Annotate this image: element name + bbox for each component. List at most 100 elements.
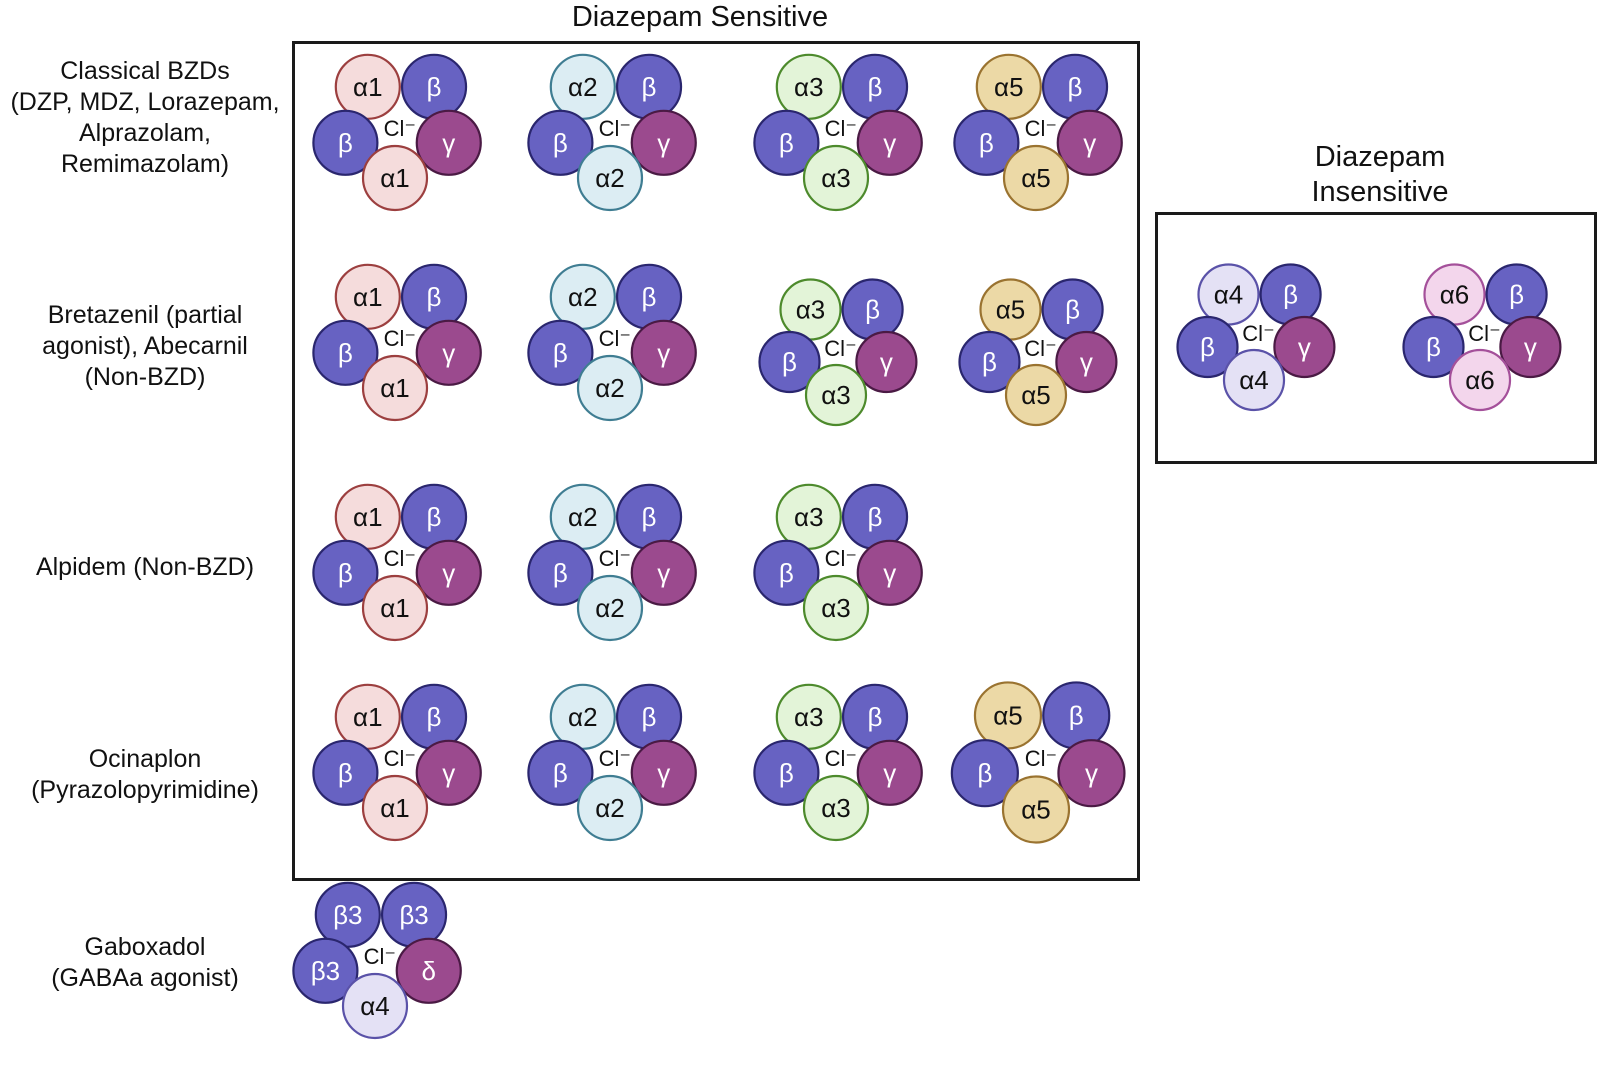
subunit-circle (1273, 315, 1336, 379)
subunit-beta: β (1176, 315, 1239, 379)
subunit-label: β (979, 128, 994, 158)
subunit-a4: α4 (1197, 263, 1260, 326)
drug-label-line: (Non-BZD) (84, 363, 206, 391)
diazepam-insensitive-box (1155, 212, 1597, 464)
subunit-label: α5 (994, 72, 1024, 102)
chloride-label: Cl⁻ (384, 326, 416, 351)
subunit-label: α2 (568, 502, 598, 532)
subunit-a6: α6 (1423, 263, 1486, 326)
chloride-label: Cl⁻ (824, 336, 856, 361)
subunit-beta: β (312, 539, 379, 606)
subunit-circle (753, 109, 820, 176)
subunit-gamma: γ (855, 330, 918, 394)
subunit-label: α3 (821, 163, 851, 193)
subunit-circle (753, 739, 820, 806)
subunit-circle (415, 739, 482, 806)
subunit-circle (292, 937, 359, 1004)
subunit-circle (576, 144, 644, 212)
subunit-beta: β (841, 53, 909, 120)
subunit-a1: α1 (361, 354, 429, 422)
subunit-gamma: γ (415, 319, 482, 386)
subunit-beta: β (312, 319, 379, 386)
subunit-label: α1 (380, 593, 410, 623)
subunit-circle (576, 574, 644, 642)
subunit-a5: α5 (973, 681, 1043, 750)
subunit-circle (630, 319, 697, 386)
subunit-label: γ (442, 558, 455, 588)
subunit-label: γ (657, 338, 670, 368)
drug-label-alpidem: Alpidem (Non-BZD) (0, 552, 290, 583)
subunit-label: β (865, 295, 880, 325)
subunit-label: γ (880, 347, 893, 377)
subunit-label: α1 (380, 793, 410, 823)
subunit-label: α6 (1440, 280, 1470, 310)
subunit-a2: α2 (549, 483, 616, 550)
subunit-beta: β (527, 539, 594, 606)
subunit-label: α3 (821, 380, 851, 410)
subunit-circle (758, 330, 821, 394)
subunit-beta: β (758, 330, 821, 394)
subunit-label: β (553, 558, 568, 588)
subunit-label: β3 (399, 900, 428, 930)
subunit-label: γ (442, 758, 455, 788)
subunit-label: β (868, 72, 883, 102)
subunit-label: δ (422, 956, 436, 986)
subunit-gamma: γ (415, 539, 482, 606)
subunit-circle (630, 109, 697, 176)
subunit-circle (1055, 330, 1118, 394)
subunit-beta: β (615, 683, 683, 750)
subunit-a1: α1 (334, 263, 401, 330)
subunit-a3: α3 (775, 53, 842, 120)
subunit-beta: β (1041, 53, 1109, 120)
subunit-circle (415, 539, 482, 606)
subunit-beta: β (950, 739, 1019, 808)
subunit-label: β (642, 72, 657, 102)
subunit-label: β (338, 758, 353, 788)
subunit-circle (395, 937, 462, 1004)
subunit-label: β (1283, 280, 1298, 310)
subunit-label: β3 (333, 900, 362, 930)
subunit-a4: α4 (1222, 348, 1286, 412)
subunit-label: α5 (1021, 380, 1051, 410)
drug-label-gaboxadol: Gaboxadol (GABAa agonist) (0, 932, 290, 994)
subunit-beta: β (400, 483, 468, 550)
subunit-circle (950, 739, 1019, 808)
diazepam-insensitive-title: Diazepam Insensitive (1230, 140, 1530, 210)
subunit-a5: α5 (1001, 775, 1071, 844)
subunit-gamma: γ (1273, 315, 1336, 379)
subunit-label: β (642, 502, 657, 532)
subunit-circle (856, 539, 923, 606)
subunit-beta: β3 (314, 881, 381, 948)
subunit-gamma: γ (630, 539, 697, 606)
subunit-label: α2 (595, 793, 625, 823)
subunit-circle (361, 774, 429, 842)
subunit-label: β (642, 282, 657, 312)
drug-label-line: Classical BZDs (60, 57, 230, 85)
diazepam-sensitive-box (292, 41, 1140, 881)
subunit-label: β (1509, 280, 1524, 310)
subunit-circle (1057, 739, 1126, 808)
subunit-circle (361, 354, 429, 422)
subunit-beta: β (527, 739, 594, 806)
subunit-label: α4 (1214, 280, 1244, 310)
subunit-label: α5 (993, 700, 1023, 730)
subunit-gamma: γ (415, 739, 482, 806)
subunit-label: α1 (353, 502, 383, 532)
subunit-circle (630, 739, 697, 806)
subunit-label: β (1426, 332, 1441, 362)
insensitive-title-line-1: Diazepam (1314, 141, 1446, 173)
subunit-a1: α1 (361, 774, 429, 842)
subunit-a2: α2 (576, 574, 644, 642)
subunit-label: γ (1085, 758, 1098, 788)
subunit-label: β (553, 758, 568, 788)
subunit-circle (856, 109, 923, 176)
subunit-gamma: γ (856, 109, 923, 176)
